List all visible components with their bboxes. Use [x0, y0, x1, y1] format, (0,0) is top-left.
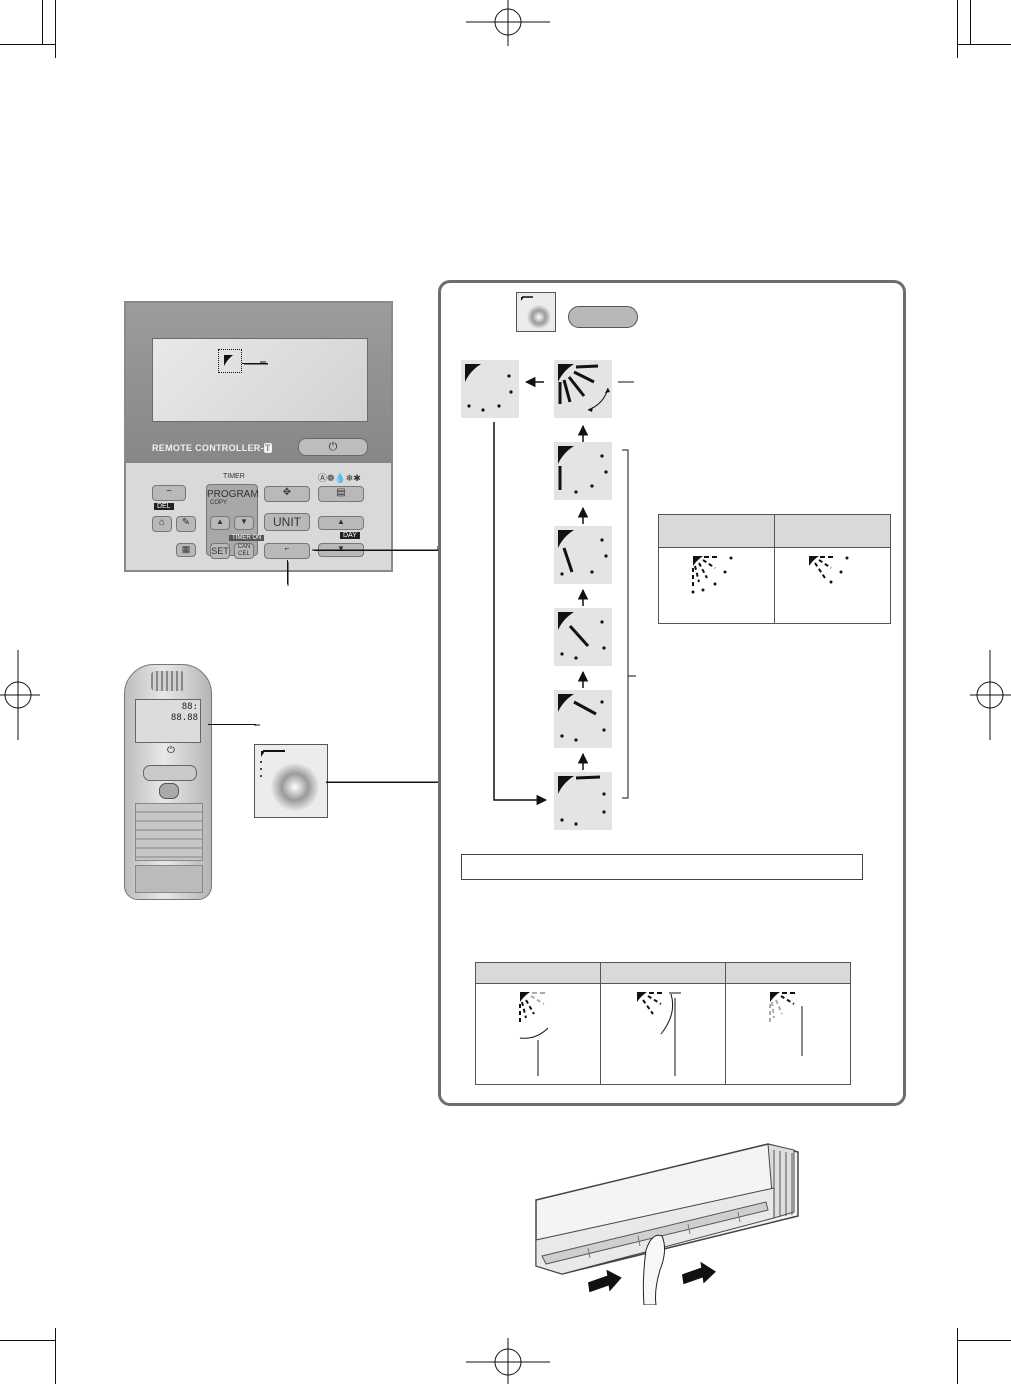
crop-mark [0, 44, 55, 45]
crop-mark [970, 0, 971, 44]
swing-button[interactable]: ⌐ [264, 543, 310, 559]
narrow-swing-icon [809, 556, 849, 584]
table-header-cell [774, 514, 891, 548]
note-box [461, 854, 863, 880]
wide-swing-icon [691, 556, 733, 594]
table-header-cell [475, 962, 601, 984]
ventilation-button[interactable]: ⌂ [152, 516, 172, 532]
set-button[interactable]: SET [210, 543, 230, 559]
swing-range-icon [519, 992, 549, 1076]
callout-line [314, 550, 438, 551]
brand-label: REMOTE CONTROLLER-T [152, 443, 272, 453]
table-cell-range-1 [475, 983, 601, 1085]
louver-position-4 [554, 526, 612, 584]
wired-remote-controller: REMOTE CONTROLLER-T ⏻ TIMER Ⓐ❁💧❄✱ ~ DEL … [124, 301, 393, 572]
wireless-remote-lcd: 88: 88.88 [135, 699, 201, 743]
table-header-cell [600, 962, 726, 984]
lcd-line-1: 88: [181, 702, 198, 712]
swing-button[interactable] [143, 765, 197, 781]
lcd-line-2: 88.88 [170, 713, 198, 723]
ir-window [151, 671, 185, 691]
louver-position-2 [554, 690, 612, 748]
crop-mark [55, 0, 56, 58]
callout-line [287, 560, 288, 584]
callout-line [208, 724, 256, 725]
louver-position-swing [554, 360, 612, 418]
start-stop-button[interactable] [159, 783, 179, 799]
swing-mode-table [475, 962, 851, 1085]
timer-down-button[interactable]: ▼ [234, 516, 254, 530]
registration-mark-bottom [466, 1338, 550, 1384]
table-header-cell [658, 514, 775, 548]
power-button[interactable]: ⏻ [167, 745, 175, 756]
unit-button[interactable]: UNIT [264, 513, 310, 531]
wrench-icon: ✎ [181, 517, 191, 528]
timer-on-label: TIMER ON [229, 535, 265, 541]
table-cell-range-2 [600, 983, 726, 1085]
mode-button[interactable]: ▤ [318, 486, 364, 502]
louver-button[interactable]: ~ [152, 485, 186, 501]
registration-mark-right [970, 650, 1011, 740]
callout-line [326, 782, 438, 783]
mode-icon: ▤ [336, 487, 346, 498]
crop-mark [957, 1340, 1011, 1341]
registration-mark-top [466, 0, 550, 46]
louver-position-5 [554, 442, 612, 500]
louver-position-stop [461, 360, 519, 418]
crop-mark [957, 1328, 958, 1384]
louver-swing-panel [438, 280, 906, 1106]
lower-keypad[interactable] [135, 865, 203, 893]
swing-button-icon [568, 306, 638, 328]
table-cell-range-3 [725, 983, 851, 1085]
mode-icons-label: Ⓐ❁💧❄✱ [318, 473, 361, 483]
del-label: DEL [154, 503, 174, 510]
crop-mark [42, 0, 43, 44]
louver-icon [224, 355, 233, 366]
table-cell-narrow-swing [774, 547, 891, 624]
swing-icon [260, 750, 319, 811]
fan-icon: ✥ [282, 487, 292, 498]
crop-mark [55, 1328, 56, 1384]
indoor-unit-illustration [535, 1143, 799, 1305]
swing-range-icon [637, 992, 681, 1076]
louver-indicator-highlight [218, 349, 242, 373]
wireless-remote-controller: 88: 88.88 ⏻ [124, 664, 212, 900]
keypad[interactable] [135, 803, 203, 861]
sequence-arrows [493, 376, 636, 806]
copy-label: COPY [210, 500, 228, 506]
louver-position-1 [554, 772, 612, 830]
table-header-cell [725, 962, 851, 984]
swing-range-icon [769, 992, 803, 1056]
crop-mark [957, 44, 1011, 45]
day-label: DAY [340, 532, 360, 539]
cancel-button[interactable]: CAN CEL [234, 543, 254, 559]
swing-button-closeup [254, 744, 328, 818]
callout-line [242, 363, 268, 364]
swing-icon-small [516, 292, 556, 332]
louver-position-3 [554, 608, 612, 666]
fan-speed-button[interactable]: ✥ [264, 486, 310, 502]
schedule-button[interactable]: ▦ [176, 543, 196, 557]
registration-mark-left [0, 650, 40, 740]
crop-mark [0, 1340, 55, 1341]
timer-label: TIMER [223, 473, 245, 480]
house-icon: ⌂ [158, 517, 166, 528]
connector-lines [244, 361, 439, 783]
temp-up-button[interactable]: ▲ [318, 516, 364, 530]
power-button[interactable]: ⏻ [298, 438, 368, 456]
check-button[interactable]: ✎ [176, 516, 196, 532]
table-cell-wide-swing [658, 547, 775, 624]
swing-range-table [658, 514, 891, 624]
wired-remote-screen [152, 338, 368, 422]
timer-up-button[interactable]: ▲ [210, 516, 230, 530]
program-label: PROGRAM [207, 489, 259, 500]
crop-mark [957, 0, 958, 58]
